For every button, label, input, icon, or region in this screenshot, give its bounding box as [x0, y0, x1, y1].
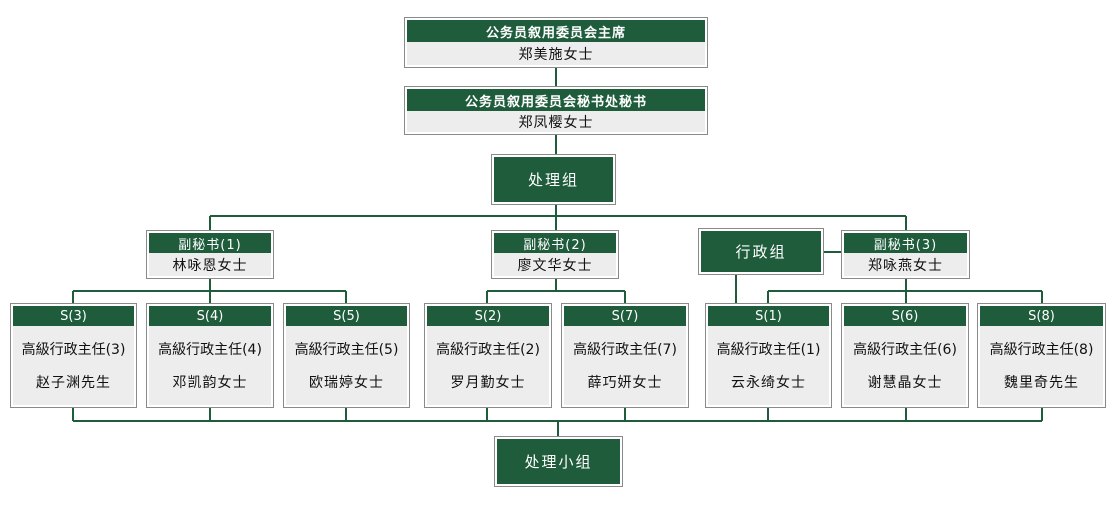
- chair-name: 郑美施女士: [407, 42, 705, 65]
- staff-name: 欧瑞婷女士: [309, 375, 384, 391]
- chair-title: 公务员叙用委员会主席: [407, 20, 705, 42]
- staff-code: S(1): [708, 306, 829, 326]
- admin-group-label: 行政组: [701, 231, 821, 272]
- staff-role: 高級行政主任(8): [989, 342, 1094, 358]
- staff-box-s6: S(6) 高級行政主任(6) 谢慧晶女士: [841, 303, 969, 408]
- staff-code: S(4): [149, 306, 271, 326]
- deputy-name: 廖文华女士: [494, 253, 616, 276]
- staff-role: 高級行政主任(6): [853, 342, 957, 358]
- admin-group-box: 行政组: [698, 228, 824, 275]
- staff-name: 薛巧妍女士: [587, 375, 663, 391]
- deputy-title: 副秘书(3): [844, 233, 967, 253]
- processing-group-label: 处理组: [494, 157, 613, 202]
- staff-name: 谢慧晶女士: [867, 375, 943, 391]
- processing-subgroup-box: 处理小组: [494, 436, 623, 487]
- deputy-box-3: 副秘书(3) 郑咏燕女士: [841, 230, 970, 279]
- deputy-title: 副秘书(2): [494, 233, 616, 253]
- secretary-box: 公务员叙用委员会秘书处秘书 郑凤樱女士: [404, 86, 708, 135]
- staff-box-s7: S(7) 高級行政主任(7) 薛巧妍女士: [561, 303, 689, 408]
- staff-code: S(5): [286, 306, 407, 326]
- staff-role: 高級行政主任(3): [21, 342, 126, 358]
- deputy-box-1: 副秘书(1) 林咏恩女士: [146, 230, 274, 279]
- staff-code: S(8): [980, 306, 1103, 326]
- staff-role: 高級行政主任(5): [294, 342, 399, 358]
- staff-code: S(3): [13, 306, 134, 326]
- deputy-title: 副秘书(1): [149, 233, 271, 253]
- staff-box-s4: S(4) 高級行政主任(4) 邓凯韵女士: [146, 303, 274, 408]
- staff-role: 高級行政主任(1): [716, 342, 821, 358]
- deputy-name: 郑咏燕女士: [844, 253, 967, 276]
- staff-code: S(2): [427, 306, 549, 326]
- processing-group-box: 处理组: [491, 154, 616, 205]
- staff-role: 高級行政主任(4): [158, 342, 262, 358]
- secretary-title: 公务员叙用委员会秘书处秘书: [407, 89, 705, 111]
- staff-name: 云永绮女士: [731, 375, 806, 391]
- staff-name: 魏里奇先生: [1004, 375, 1079, 391]
- staff-box-s1: S(1) 高級行政主任(1) 云永绮女士: [705, 303, 832, 408]
- staff-code: S(6): [844, 306, 966, 326]
- staff-name: 邓凯韵女士: [172, 375, 248, 391]
- staff-box-s2: S(2) 高級行政主任(2) 罗月勤女士: [424, 303, 552, 408]
- staff-role: 高級行政主任(7): [573, 342, 677, 358]
- deputy-name: 林咏恩女士: [149, 253, 271, 276]
- staff-box-s5: S(5) 高級行政主任(5) 欧瑞婷女士: [283, 303, 410, 408]
- chair-box: 公务员叙用委员会主席 郑美施女士: [404, 17, 708, 68]
- staff-role: 高級行政主任(2): [436, 342, 540, 358]
- staff-box-s8: S(8) 高級行政主任(8) 魏里奇先生: [977, 303, 1106, 408]
- staff-box-s3: S(3) 高級行政主任(3) 赵子渊先生: [10, 303, 137, 408]
- secretary-name: 郑凤樱女士: [407, 111, 705, 132]
- processing-subgroup-label: 处理小组: [497, 439, 620, 484]
- staff-name: 罗月勤女士: [450, 375, 526, 391]
- deputy-box-2: 副秘书(2) 廖文华女士: [491, 230, 619, 279]
- staff-name: 赵子渊先生: [36, 375, 111, 391]
- staff-code: S(7): [564, 306, 686, 326]
